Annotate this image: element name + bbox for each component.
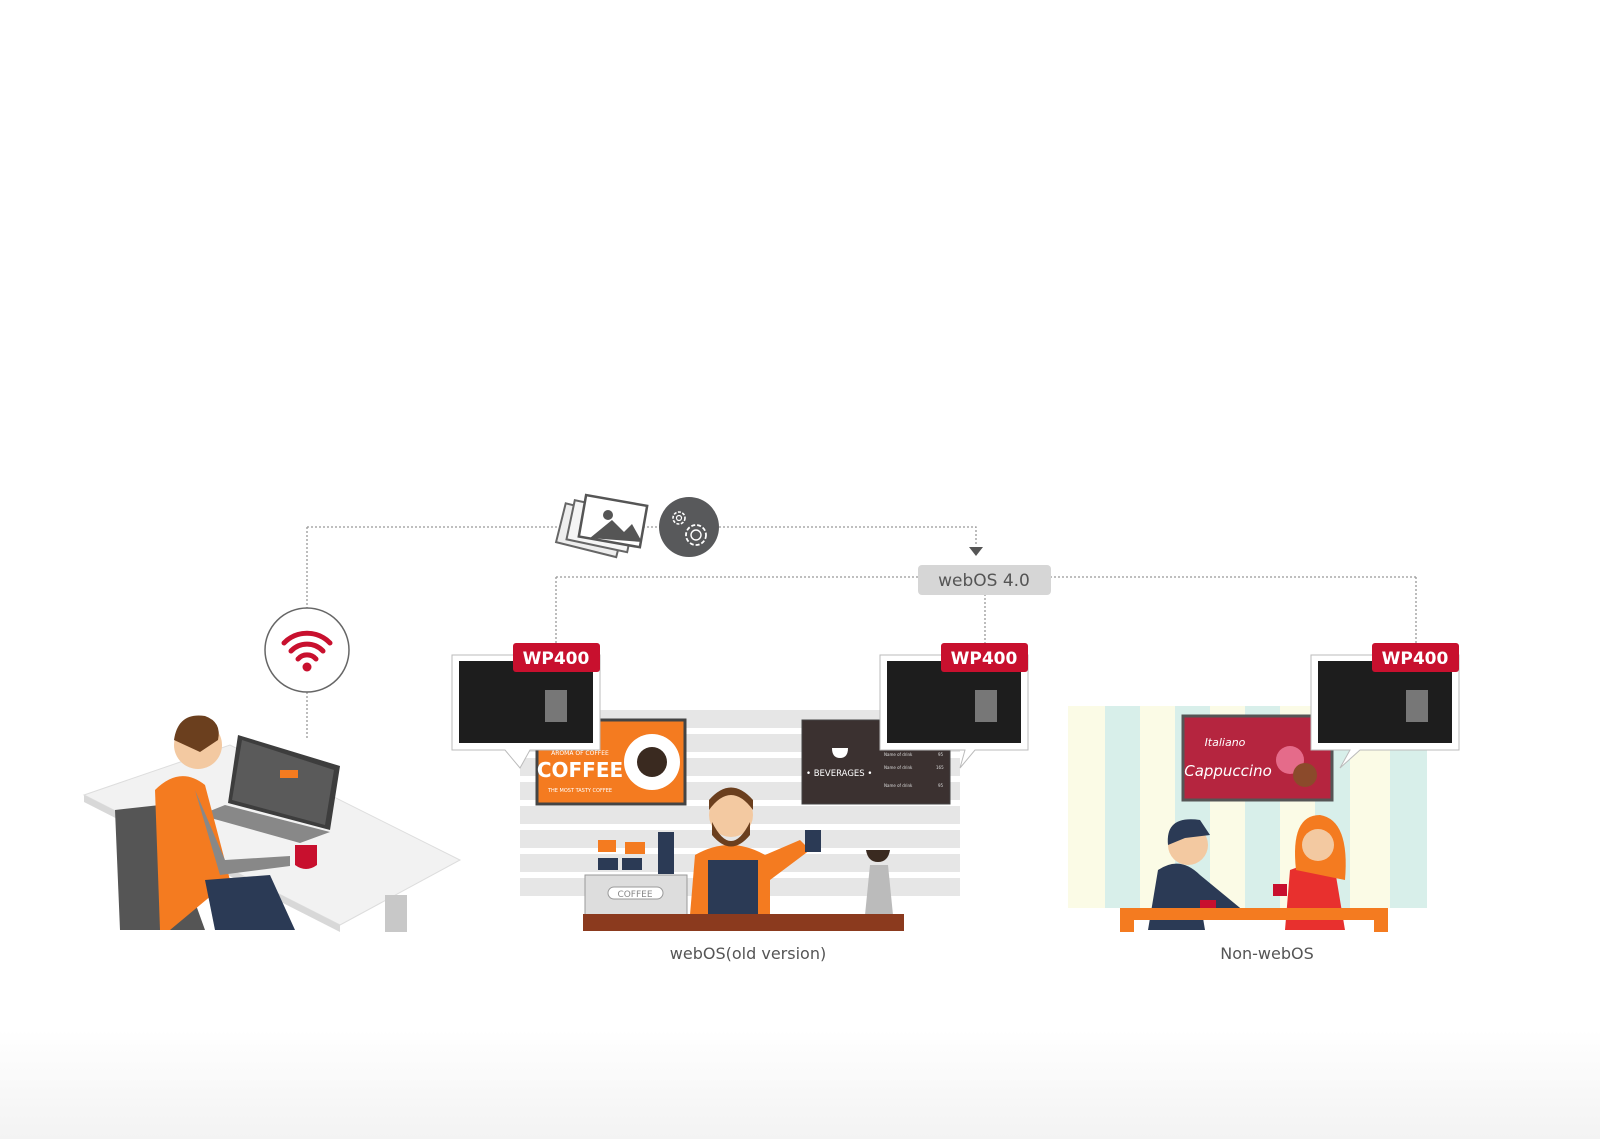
display-2: WP400 — [879, 643, 1029, 769]
display-drops — [555, 577, 1417, 645]
wifi-icon — [264, 607, 350, 693]
menu-item-name: Name of drink — [884, 783, 913, 788]
menu-item-price: 95 — [938, 752, 944, 757]
counter — [583, 914, 904, 931]
cappuccino-sign — [1181, 714, 1334, 802]
machine-label: COFFEE — [617, 890, 652, 900]
hub-label: webOS 4.0 — [938, 571, 1030, 591]
model-tag — [941, 643, 1028, 672]
mug — [295, 845, 317, 869]
menu-item-price: 95 — [938, 783, 944, 788]
model-tag — [1372, 643, 1459, 672]
model-label: WP400 — [1382, 649, 1449, 669]
cappuccino-line2: Cappuccino — [1184, 762, 1272, 780]
connectors — [306, 526, 1417, 740]
model-label: WP400 — [523, 649, 590, 669]
images-icon — [554, 493, 649, 559]
coffee-title: COFFEE — [537, 758, 623, 782]
caption-non-webos: Non-webOS — [1220, 944, 1314, 963]
model-tag — [513, 643, 600, 672]
coffee-subtitle: THE MOST TASTY COFFEE — [547, 788, 612, 794]
coffee-tagline: AROMA OF COFFEE — [551, 750, 609, 757]
display-3: WP400 — [1310, 643, 1460, 769]
beverages-title: • BEVERAGES • — [806, 769, 872, 779]
menu-item-name: Name of drink — [884, 765, 913, 770]
gears-icon — [659, 497, 719, 557]
table — [1120, 908, 1388, 920]
menu-item-name: Name of drink — [884, 752, 913, 757]
caption-old-webos: webOS(old version) — [670, 944, 826, 963]
webos-hub-badge: webOS 4.0 — [918, 565, 1051, 595]
model-label: WP400 — [951, 649, 1018, 669]
content-line — [307, 526, 977, 545]
cappuccino-line1: Italiano — [1205, 736, 1246, 749]
menu-item-price: 165 — [936, 765, 944, 770]
arrow-down-icon — [969, 547, 983, 556]
office-worker-scene — [82, 715, 462, 932]
cafe-scene-old-webos: AROMA OF COFFEE COFFEE THE MOST TASTY CO… — [520, 707, 960, 931]
display-1: WP400 — [451, 643, 601, 769]
